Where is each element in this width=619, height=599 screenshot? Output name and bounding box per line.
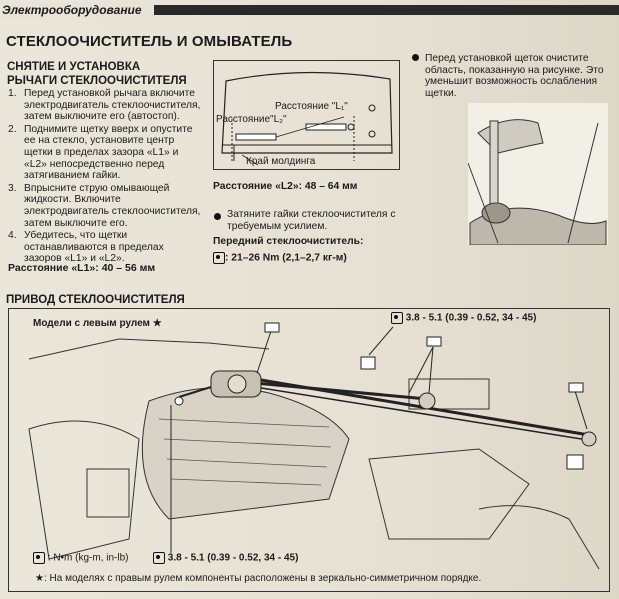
bullet-icon xyxy=(214,213,221,220)
windshield-figure: Расстояние "L₁" Расстояние"L₂" Край молд… xyxy=(213,60,400,170)
models-lhd-label: Модели с левым рулем ★ xyxy=(33,318,162,329)
label-molding-edge: Край молдинга xyxy=(246,156,316,167)
label-distance-l1: Расстояние "L₁" xyxy=(275,101,348,112)
hand-cleaning-illustration xyxy=(468,103,608,245)
nut-note: Затяните гайки стеклоочистителя с требуе… xyxy=(227,209,396,232)
header-rule xyxy=(154,5,619,15)
wiper-drive-diagram: Модели с левым рулем ★ 3.8 - 5.1 (0.39 -… xyxy=(8,308,610,592)
step-item: 4.Убедитесь, что щетки останавливаются в… xyxy=(8,230,164,265)
label-distance-l2: Расстояние"L₂" xyxy=(216,114,287,125)
wiper-drive-title: ПРИВОД СТЕКЛООЧИСТИТЕЛЯ xyxy=(6,294,185,306)
front-wiper-torque: : 21–26 Nm (2,1–2,7 кг-м) xyxy=(213,252,347,264)
wiper-arms-title: РЫЧАГИ СТЕКЛООЧИСТИТЕЛЯ xyxy=(7,75,187,87)
step-item: 2.Поднимите щетку вверх и опустите ее на… xyxy=(8,123,193,182)
torque-wrench-icon xyxy=(213,252,225,264)
engine-bay-drawing xyxy=(28,322,600,570)
step-list: 1.Перед установкой рычага включите элект… xyxy=(8,88,204,266)
distance-l2: Расстояние «L2»: 48 – 64 мм xyxy=(213,181,358,192)
front-wiper-title: Передний стеклоочиститель: xyxy=(213,236,364,247)
torque-units-legend: : N•m (kg-m, in-lb) xyxy=(33,552,129,564)
step-item: 3.Впрысните струю омывающей жидкости. Вк… xyxy=(8,182,201,229)
removal-title: СНЯТИЕ И УСТАНОВКА xyxy=(7,61,141,73)
footnote: ★: На моделях с правым рулем компоненты … xyxy=(35,573,482,584)
torque-wrench-icon xyxy=(153,552,165,564)
torque-top: 3.8 - 5.1 (0.39 - 0.52, 34 - 45) xyxy=(391,312,536,324)
section-title: СТЕКЛООЧИСТИТЕЛЬ И ОМЫВАТЕЛЬ xyxy=(6,33,293,50)
blade-cleaning-note: Перед установкой щеток очистите область,… xyxy=(425,53,604,99)
torque-bottom: 3.8 - 5.1 (0.39 - 0.52, 34 - 45) xyxy=(153,552,298,564)
step-item: 1.Перед установкой рычага включите элект… xyxy=(8,88,201,123)
bullet-icon xyxy=(412,54,419,61)
torque-wrench-icon xyxy=(33,552,45,564)
distance-l1: Расстояние «L1»: 40 – 56 мм xyxy=(8,262,156,274)
header-label: Электрооборудование xyxy=(2,2,146,18)
torque-wrench-icon xyxy=(391,312,403,324)
header-bar: Электрооборудование xyxy=(0,2,619,18)
windshield-diagram xyxy=(221,71,393,166)
